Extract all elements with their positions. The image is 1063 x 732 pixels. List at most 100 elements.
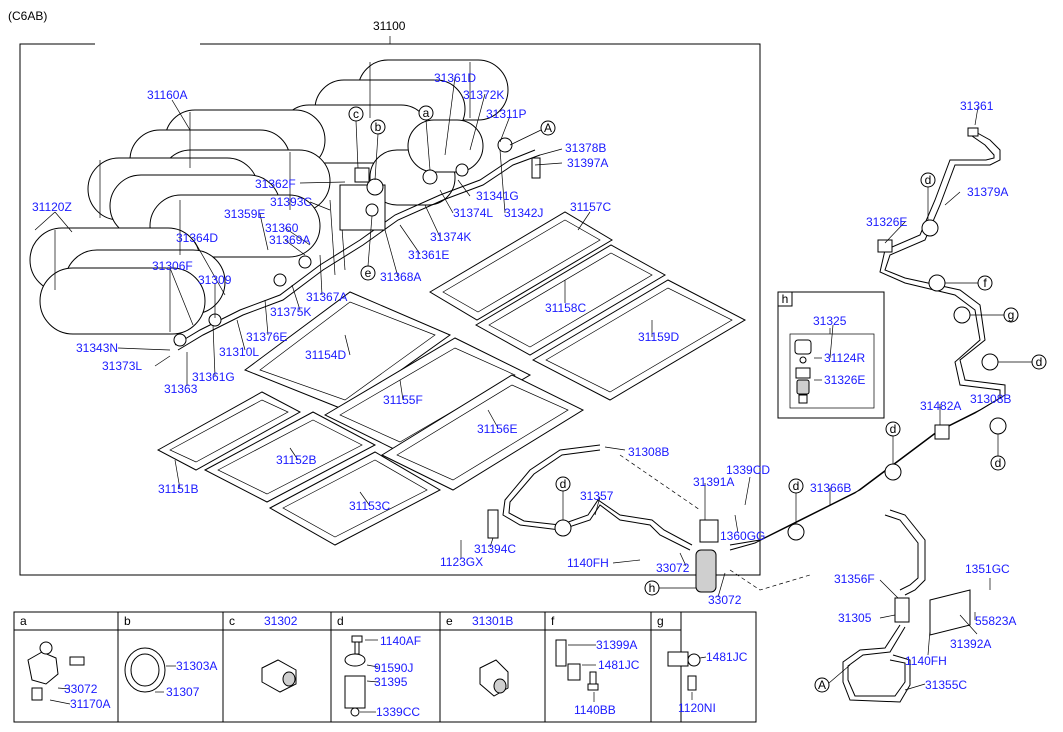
label-33072-right[interactable]: 33072 [708, 593, 742, 607]
label-31311P[interactable]: 31311P [486, 107, 526, 121]
marker-f[interactable]: f [977, 275, 993, 291]
label-55823A[interactable]: 55823A [975, 614, 1016, 628]
legend-d-part-0[interactable]: 1140AF [380, 634, 421, 648]
label-31155F[interactable]: 31155F [383, 393, 423, 407]
label-31392A[interactable]: 31392A [950, 637, 991, 651]
label-31326E-inset[interactable]: 31326E [824, 373, 865, 387]
label-31325[interactable]: 31325 [813, 314, 847, 328]
legend-b-part-0[interactable]: 31303A [176, 659, 217, 673]
assembly-frame [19, 43, 761, 576]
label-31397A[interactable]: 31397A [567, 156, 608, 170]
label-31308B-top[interactable]: 31308B [970, 392, 1011, 406]
label-31374K[interactable]: 31374K [430, 230, 471, 244]
marker-b[interactable]: b [370, 119, 386, 135]
label-31159D[interactable]: 31159D [638, 330, 679, 344]
label-31361[interactable]: 31361 [960, 99, 994, 113]
label-1140FH-right[interactable]: 1140FH [905, 654, 947, 668]
marker-e[interactable]: e [360, 265, 376, 281]
legend-g-part-0[interactable]: 1481JC [706, 650, 748, 664]
label-31305[interactable]: 31305 [838, 611, 872, 625]
label-31160A[interactable]: 31160A [147, 88, 187, 102]
label-31355C[interactable]: 31355C [925, 678, 967, 692]
marker-g[interactable]: g [1003, 307, 1019, 323]
legend-d-part-2[interactable]: 31395 [374, 675, 408, 689]
label-31366B[interactable]: 31366B [810, 481, 851, 495]
label-31341G[interactable]: 31341G [476, 189, 519, 203]
label-31342J[interactable]: 31342J [504, 206, 543, 220]
label-31379A[interactable]: 31379A [967, 185, 1008, 199]
legend-cell-e: e 31301B [446, 614, 513, 697]
label-1140FH-left[interactable]: 1140FH [567, 556, 609, 570]
label-31356F[interactable]: 31356F [834, 572, 875, 586]
legend-c-part-0[interactable]: 31302 [264, 614, 298, 628]
label-31367A[interactable]: 31367A [306, 290, 347, 304]
legend-a-part-1[interactable]: 31170A [70, 697, 110, 711]
label-31124R[interactable]: 31124R [824, 351, 865, 365]
label-31376E[interactable]: 31376E [246, 330, 287, 344]
label-31157C[interactable]: 31157C [570, 200, 611, 214]
legend-f-letter: f [551, 614, 555, 628]
legend-cell-a: a 33072 31170A [20, 614, 110, 711]
legend-b-part-1[interactable]: 31307 [166, 685, 200, 699]
label-31326E[interactable]: 31326E [866, 215, 907, 229]
tank-fuel-lines [173, 137, 541, 351]
legend-a-part-0[interactable]: 33072 [64, 682, 98, 696]
label-31310L[interactable]: 31310L [219, 345, 259, 359]
marker-c[interactable]: c [348, 106, 364, 122]
inset-h: h 31325 31124R 31326E [777, 291, 885, 419]
label-31362F[interactable]: 31362F [255, 177, 296, 191]
label-31372K[interactable]: 31372K [463, 88, 504, 102]
label-1123GX[interactable]: 1123GX [440, 555, 483, 569]
label-31393C[interactable]: 31393C [270, 195, 312, 209]
label-31364D[interactable]: 31364D [176, 231, 218, 245]
label-33072-left[interactable]: 33072 [656, 561, 690, 575]
label-31361D[interactable]: 31361D [434, 71, 476, 85]
marker-d-mid[interactable]: d [885, 421, 901, 437]
label-31343N[interactable]: 31343N [76, 341, 118, 355]
label-31373L[interactable]: 31373L [102, 359, 142, 373]
label-31394C[interactable]: 31394C [474, 542, 516, 556]
label-31360[interactable]: 31360 [265, 221, 299, 235]
marker-A-top[interactable]: A [540, 120, 556, 136]
label-31391A[interactable]: 31391A [693, 475, 734, 489]
label-31375K[interactable]: 31375K [270, 305, 311, 319]
label-31482A[interactable]: 31482A [920, 399, 961, 413]
label-31357[interactable]: 31357 [580, 489, 614, 503]
label-31368A[interactable]: 31368A [380, 270, 421, 284]
legend-d-part-1[interactable]: 91590J [374, 661, 413, 675]
marker-A-bottom[interactable]: A [814, 677, 830, 693]
label-1351GC[interactable]: 1351GC [965, 562, 1010, 576]
marker-d-right[interactable]: d [1031, 354, 1047, 370]
label-1360GG[interactable]: 1360GG [720, 529, 765, 543]
label-31158C[interactable]: 31158C [545, 301, 586, 315]
label-31152B[interactable]: 31152B [276, 453, 316, 467]
marker-h[interactable]: h [644, 580, 660, 596]
label-31308B-mid[interactable]: 31308B [628, 445, 669, 459]
label-31120Z[interactable]: 31120Z [32, 200, 72, 214]
label-31153C[interactable]: 31153C [349, 499, 390, 513]
marker-d-lowright[interactable]: d [990, 455, 1006, 471]
label-31369A[interactable]: 31369A [269, 233, 310, 247]
marker-d-upper[interactable]: d [920, 172, 936, 188]
label-31359E[interactable]: 31359E [224, 207, 265, 221]
label-31363[interactable]: 31363 [164, 382, 198, 396]
legend-f-part-0[interactable]: 31399A [596, 638, 637, 652]
legend-e-part-0[interactable]: 31301B [472, 614, 513, 628]
legend-f-part-1[interactable]: 1481JC [598, 658, 640, 672]
label-31374L[interactable]: 31374L [453, 206, 493, 220]
legend-d-part-3[interactable]: 1339CC [376, 705, 420, 719]
label-31361G[interactable]: 31361G [192, 370, 235, 384]
label-31151B[interactable]: 31151B [158, 482, 198, 496]
marker-d-left[interactable]: d [555, 476, 571, 492]
label-31306F[interactable]: 31306F [152, 259, 193, 273]
marker-d-center[interactable]: d [788, 478, 804, 494]
label-31156E[interactable]: 31156E [477, 422, 517, 436]
legend-g-part-1[interactable]: 1120NI [678, 701, 716, 715]
label-31361E[interactable]: 31361E [408, 248, 449, 262]
label-31154D[interactable]: 31154D [305, 348, 346, 362]
label-31309[interactable]: 31309 [198, 273, 232, 287]
label-31378B[interactable]: 31378B [565, 141, 606, 155]
label-1339CD[interactable]: 1339CD [726, 463, 770, 477]
marker-a[interactable]: a [418, 105, 434, 121]
legend-f-part-2[interactable]: 1140BB [574, 703, 616, 717]
